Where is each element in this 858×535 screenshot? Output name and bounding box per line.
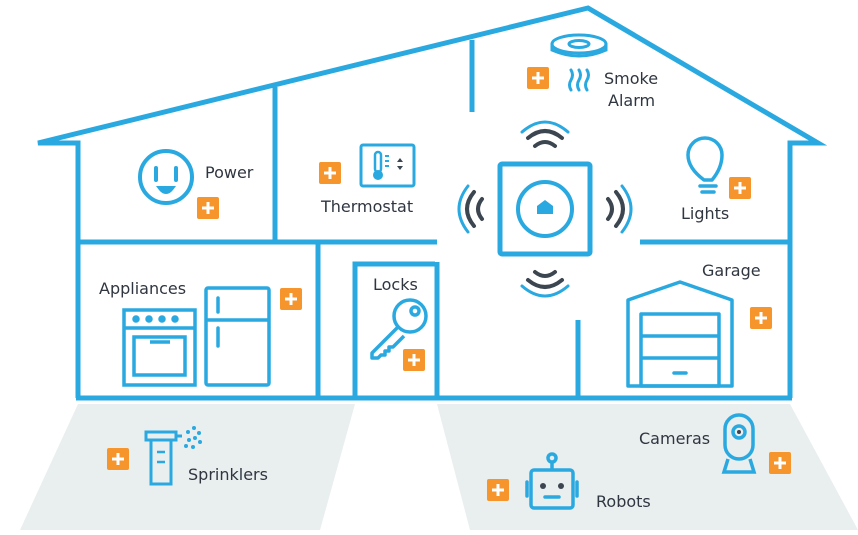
robot-icon	[525, 452, 579, 510]
add-appliances-button[interactable]	[280, 288, 302, 310]
label-cameras: Cameras	[639, 429, 711, 448]
fridge-icon	[204, 286, 271, 387]
label-thermostat: Thermostat	[321, 197, 414, 216]
thermostat-icon	[359, 143, 416, 188]
add-smoke-alarm-button[interactable]	[527, 67, 549, 89]
label-locks: Locks	[373, 275, 418, 294]
label-robots: Robots	[596, 492, 651, 511]
house-outline	[37, 5, 828, 401]
label-sprinklers: Sprinklers	[188, 465, 268, 484]
garage-icon	[626, 280, 734, 388]
power-outlet-icon	[138, 149, 194, 205]
camera-icon	[721, 413, 757, 474]
add-sprinklers-button[interactable]	[107, 448, 129, 470]
home-hub-icon	[457, 120, 633, 298]
sprinkler-icon	[144, 426, 202, 486]
add-robots-button[interactable]	[487, 479, 509, 501]
add-power-button[interactable]	[197, 197, 219, 219]
smoke-alarm-icon	[550, 33, 608, 92]
label-smoke: Smoke	[604, 69, 659, 88]
label-power: Power	[205, 163, 254, 182]
oven-icon	[122, 308, 197, 387]
add-lights-button[interactable]	[729, 177, 751, 199]
label-appliances: Appliances	[99, 279, 187, 298]
label-alarm: Alarm	[608, 91, 656, 110]
label-garage: Garage	[702, 261, 761, 280]
light-bulb-icon	[686, 136, 724, 194]
ground-left	[20, 404, 355, 530]
add-cameras-button[interactable]	[769, 452, 791, 474]
label-lights: Lights	[681, 204, 730, 223]
add-thermostat-button[interactable]	[319, 162, 341, 184]
key-icon	[370, 298, 428, 360]
add-garage-button[interactable]	[750, 307, 772, 329]
add-locks-button[interactable]	[403, 349, 425, 371]
